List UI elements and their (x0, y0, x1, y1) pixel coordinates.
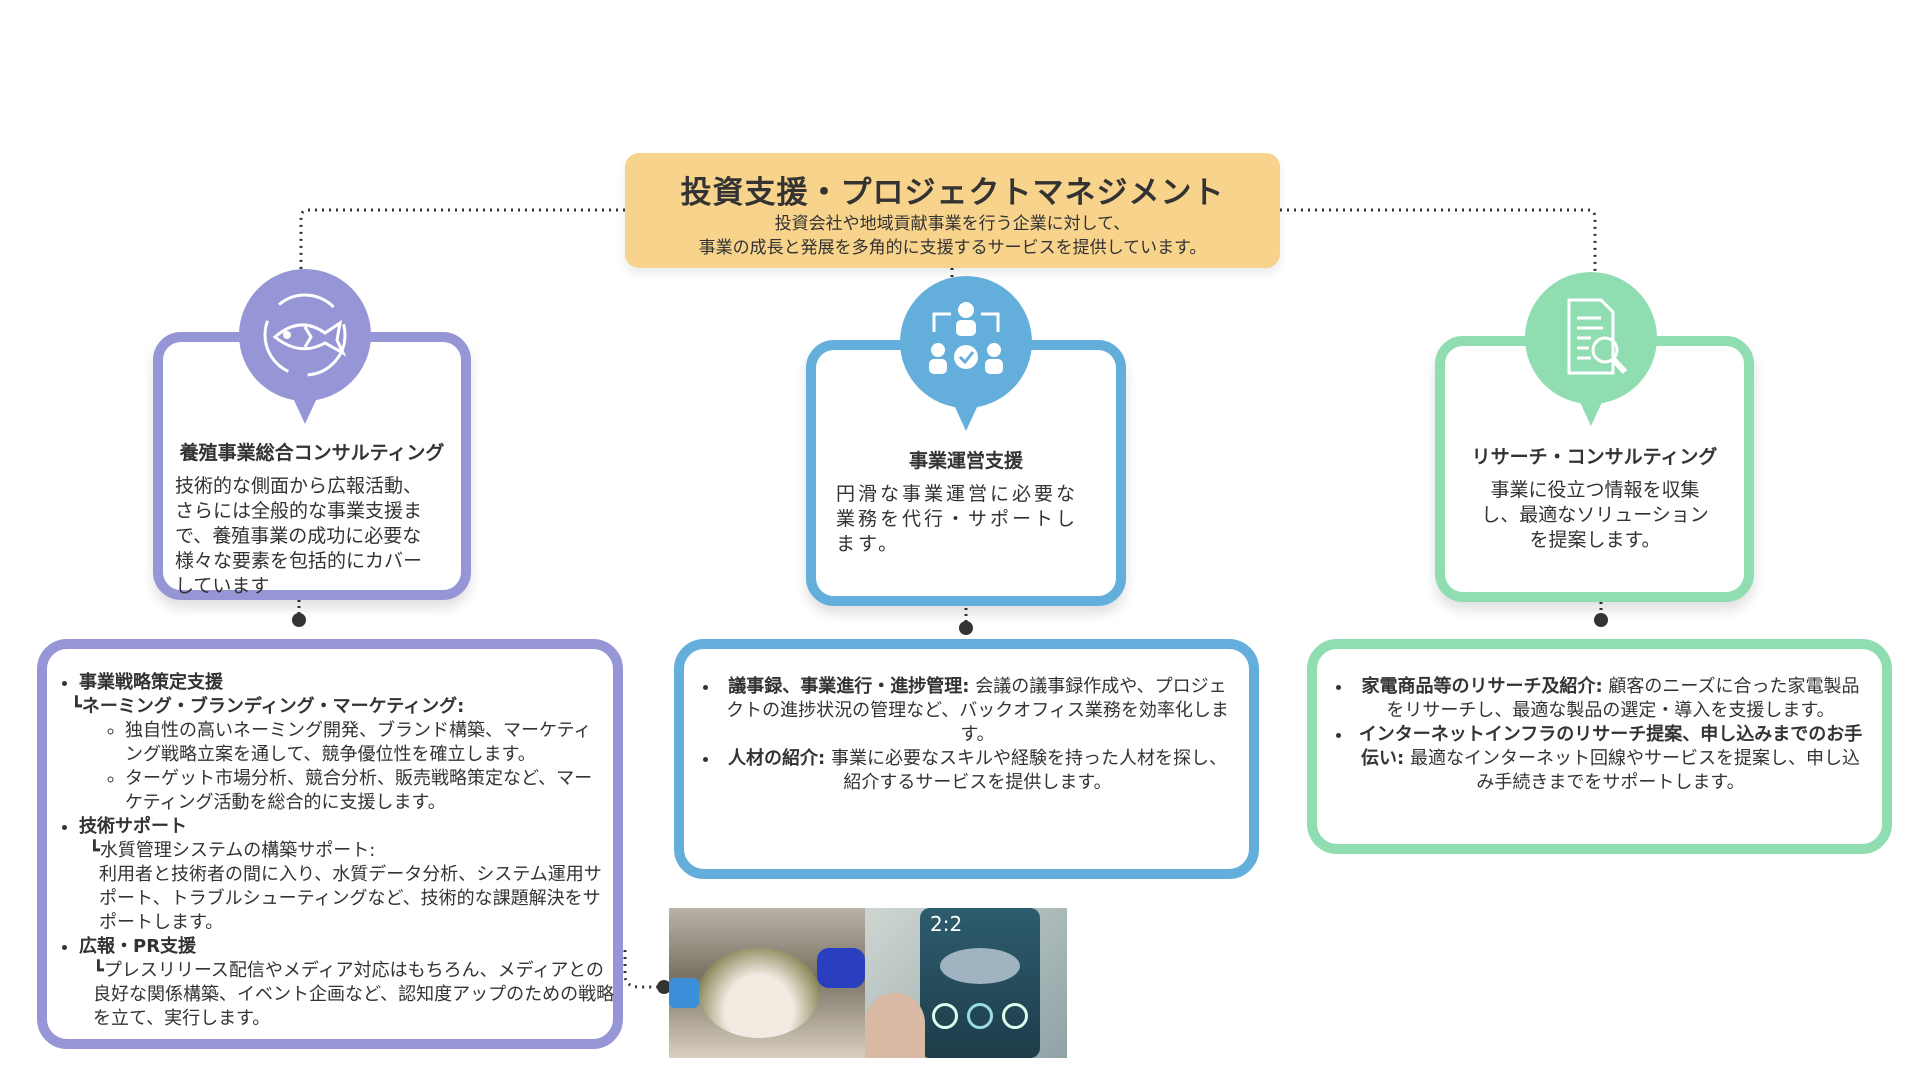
card-body: 技術的な側面から広報活動、さらには全般的な事業支援まで、養殖事業の成功に必要な様… (175, 475, 423, 597)
fish-icon (239, 269, 371, 401)
card-title: リサーチ・コンサルティング (1471, 446, 1718, 468)
details-research: 家電商品等のリサーチ及紹介: 顧客のニーズに合った家電製品をリサーチし、最適な製… (1307, 639, 1892, 854)
detail-item-title: 議事録、事業進行・進捗管理: (728, 676, 970, 697)
detail-heading: 広報・PR支援 (79, 935, 603, 959)
header-subtitle-2: 事業の成長と発展を多角的に支援するサービスを提供しています。 (698, 238, 1207, 258)
pointer (954, 405, 978, 431)
detail-item-title: インターネットインフラのリサーチ提案、申し込みまでのお手伝い: (1358, 724, 1863, 769)
detail-text: ┗プレスリリース配信やメディア対応はもちろん、メディアとの良好な関係構築、イベン… (93, 960, 615, 1029)
header-box: 投資支援・プロジェクトマネジメント 投資会社や地域貢献事業を行う企業に対して、 … (625, 153, 1280, 268)
detail-item: 人材の紹介: 事業に必要なスキルや経験を持った人材を探し、紹介するサービスを提供… (720, 747, 1235, 795)
detail-text: 利用者と技術者の間に入り、水質データ分析、システム運用サポート、トラブルシューテ… (99, 864, 602, 933)
pufferfish-photo (669, 908, 865, 1058)
service-card-aquaculture: 養殖事業総合コンサルティング 技術的な側面から広報活動、さらには全般的な事業支援… (153, 332, 471, 600)
pointer (1579, 400, 1603, 426)
detail-point: 独自性の高いネーミング開発、ブランド構築、マーケティング戦略立案を通して、競争優… (125, 719, 603, 767)
detail-heading: 技術サポート (79, 815, 603, 839)
water-monitor-app-photo: 2:2 (865, 908, 1067, 1058)
document-search-icon (1525, 272, 1657, 404)
detail-item-text: 会議の議事録作成や、プロジェクトの進捗状況の管理など、バックオフィス業務を効率化… (726, 676, 1229, 745)
phone-time: 2:2 (930, 912, 963, 936)
team-management-icon (900, 276, 1032, 408)
card-body: 事業に役立つ情報を収集し、最適なソリューションを提案します。 (1481, 479, 1709, 551)
detail-item: 家電商品等のリサーチ及紹介: 顧客のニーズに合った家電製品をリサーチし、最適な製… (1353, 675, 1868, 723)
detail-item-title: 家電商品等のリサーチ及紹介: (1361, 676, 1603, 697)
detail-subheading: ┗水質管理システムの構築サポート: (89, 840, 376, 861)
detail-item-text: 事業に必要なスキルや経験を持った人材を探し、紹介するサービスを提供します。 (825, 748, 1227, 793)
phone-screen: 2:2 (920, 908, 1040, 1058)
service-card-operations: 事業運営支援 円滑な事業運営に必要な業務を代行・サポートします。 (806, 340, 1126, 606)
page-title: 投資支援・プロジェクトマネジメント (680, 175, 1225, 211)
connector-dot (657, 980, 671, 994)
detail-point: ターゲット市場分析、競合分析、販売戦略策定など、マーケティング活動を総合的に支援… (125, 767, 603, 815)
details-operations: 議事録、事業進行・進捗管理: 会議の議事録作成や、プロジェクトの進捗状況の管理な… (674, 639, 1259, 879)
detail-subheading: ┗ネーミング・ブランディング・マーケティング: (71, 696, 465, 717)
connector-dot (1594, 613, 1608, 627)
pointer (293, 398, 317, 424)
detail-heading: 事業戦略策定支援 (79, 671, 603, 695)
detail-item: インターネットインフラのリサーチ提案、申し込みまでのお手伝い: 最適なインターネ… (1353, 723, 1868, 795)
connector-dot (292, 613, 306, 627)
connector-dot (959, 621, 973, 635)
card-body: 円滑な事業運営に必要な業務を代行・サポートします。 (836, 483, 1079, 555)
header-subtitle-1: 投資会社や地域貢献事業を行う企業に対して、 (774, 214, 1131, 234)
card-title: 事業運営支援 (908, 450, 1023, 472)
detail-item-text: 最適なインターネット回線やサービスを提案し、申し込み手続きまでをサポートします。 (1404, 748, 1860, 793)
details-aquaculture: 事業戦略策定支援 ┗ネーミング・ブランディング・マーケティング: 独自性の高いネ… (37, 639, 623, 1049)
detail-item: 議事録、事業進行・進捗管理: 会議の議事録作成や、プロジェクトの進捗状況の管理な… (720, 675, 1235, 747)
detail-item-text: 顧客のニーズに合った家電製品をリサーチし、最適な製品の選定・導入を支援します。 (1386, 676, 1860, 721)
detail-item-title: 人材の紹介: (728, 748, 826, 769)
card-title: 養殖事業総合コンサルティング (179, 442, 445, 464)
